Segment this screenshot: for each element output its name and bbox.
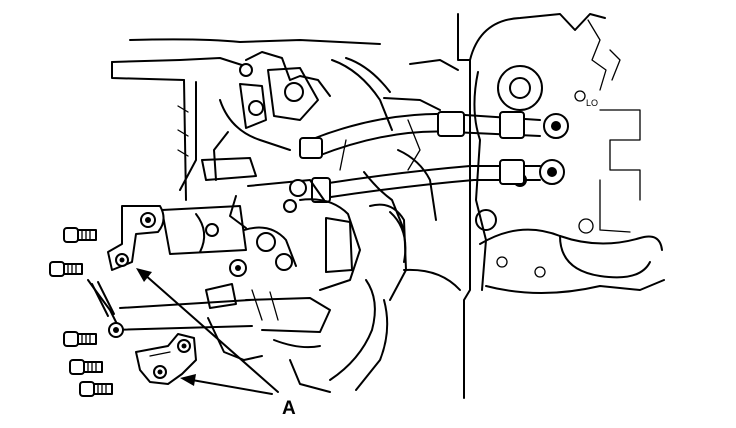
bolt-5: [79, 381, 113, 397]
bolt-2: [49, 261, 83, 277]
mount-bracket-area: [87, 198, 461, 393]
bolt-4: [69, 359, 103, 375]
cooler-hoses: [299, 111, 541, 203]
engine-block: [111, 38, 459, 231]
callout-arrows: [136, 268, 279, 395]
ground-strap: [91, 281, 124, 338]
embossed-lo-text: LO: [586, 98, 598, 108]
callout-label-a: A: [282, 398, 296, 419]
bolt-3: [63, 331, 97, 347]
bolt-1: [63, 227, 97, 243]
bracket-a-lower: [135, 333, 197, 385]
bracket-a-upper: [107, 205, 165, 271]
transmission-case: LO: [457, 13, 665, 399]
